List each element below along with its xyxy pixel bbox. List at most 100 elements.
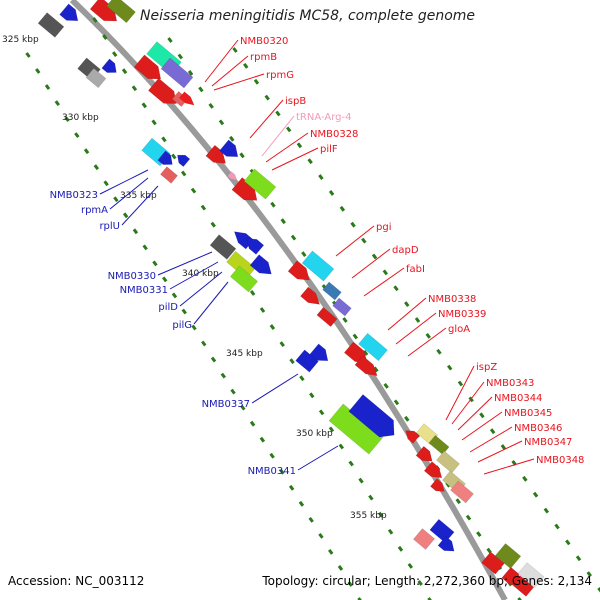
track-tick-left-inner [151,119,157,126]
label-leader-line [477,440,523,463]
feature-red [316,307,338,327]
label-leader-line [271,147,319,171]
track-tick-left-outer [288,484,295,491]
track-tick-left-outer [74,132,80,139]
track-tick-left-outer [191,324,197,331]
gene-label: NMB0337 [202,399,250,410]
gene-label: NMB0328 [310,129,358,140]
track-tick-right-outer [586,571,592,578]
track-tick-left-inner [417,580,423,586]
ruler-label: 335 kbp [120,191,157,201]
label-leader-line [251,373,299,404]
label-leader-line [395,312,437,345]
gene-label: NMB0338 [428,294,476,305]
track-tick-left-outer [357,597,362,600]
track-tick-right-outer [307,158,313,165]
track-tick-left-outer [318,532,324,539]
feature-lightgray [85,67,107,89]
feature-purple [160,57,194,89]
track-tick-left-inner [190,187,197,194]
track-tick-left-outer [240,404,246,411]
feature-pink [450,480,474,504]
feature-blue [249,254,272,275]
track-tick-right-outer [565,539,571,546]
track-tick-left-outer [122,212,129,219]
gene-label: rpmB [250,52,277,63]
track-tick-right-outer [339,205,346,212]
feature-red [423,461,443,479]
track-tick-right-outer [350,221,356,228]
track-tick-left-inner [121,68,128,75]
track-tick-right-inner [476,531,482,538]
track-tick-right-inner [465,514,472,521]
ruler-label: 340 kbp [182,269,219,279]
label-leader-line [335,225,375,257]
track-tick-right-inner [198,86,204,93]
ruler-label: 350 kbp [296,429,333,439]
track-tick-right-outer [264,94,270,101]
feature-purple [332,297,352,317]
track-tick-right-inner [373,366,379,373]
track-tick-left-inner [259,307,266,313]
track-tick-left-inner [397,545,404,552]
feature-red [405,430,420,444]
track-tick-right-inner [352,333,358,340]
gene-label: rplU [99,221,120,232]
label-leader-line [179,271,223,307]
track-tick-left-outer [103,180,109,187]
track-tick-right-outer [479,412,485,419]
track-tick-right-outer [554,523,560,530]
track-tick-left-outer [152,260,158,267]
track-tick-left-outer [44,84,51,90]
track-tick-left-outer [162,276,168,283]
track-tick-left-inner [102,34,108,40]
label-leader-line [204,39,239,83]
track-tick-right-inner [301,251,307,258]
track-tick-left-inner [368,494,374,501]
feature-red [148,77,177,104]
label-leader-line [483,458,535,475]
gene-label: pilD [158,302,178,313]
feature-pink [413,528,435,550]
feature-lightgray [517,562,545,588]
page-title: Neisseria meningitidis MC58, complete ge… [140,8,476,24]
gene-label: rpmG [266,70,294,81]
feature-cyan [358,332,388,362]
track-tick-right-outer [253,78,260,85]
gene-label: NMB0343 [486,378,534,389]
track-tick-right-outer [318,174,324,180]
feature-blue [59,3,79,22]
feature-red [481,551,505,575]
ruler-label: 355 kbp [350,511,387,521]
gene-label: tRNA-Arg-4 [296,112,351,123]
track-tick-right-outer [404,301,410,308]
feature-red [511,575,535,597]
track-tick-left-inner [171,153,177,160]
track-tick-right-outer [457,380,464,387]
feature-red [300,286,321,305]
label-leader-line [461,411,503,441]
track-tick-left-inner [358,477,364,484]
feature-gray [209,234,237,260]
track-tick-left-outer [201,340,207,347]
track-tick-left-outer [308,516,314,523]
track-tick-left-inner [378,511,384,518]
gene-label: pilG [172,320,192,331]
feature-blue [101,58,117,73]
gene-label: rpmA [81,205,108,216]
feature-blue [245,237,265,255]
label-leader-line [445,365,475,421]
gene-label: fabI [406,264,425,275]
track-tick-left-inner [427,597,432,600]
track-tick-left-outer [132,228,139,235]
feature-cyan [301,250,335,282]
track-tick-left-outer [249,420,256,427]
feature-red [430,478,445,492]
feature-red [354,355,378,377]
track-tick-right-inner [517,597,522,600]
track-tick-right-inner [187,70,194,76]
ruler-label: 345 kbp [226,349,263,359]
label-leader-line [193,281,229,325]
